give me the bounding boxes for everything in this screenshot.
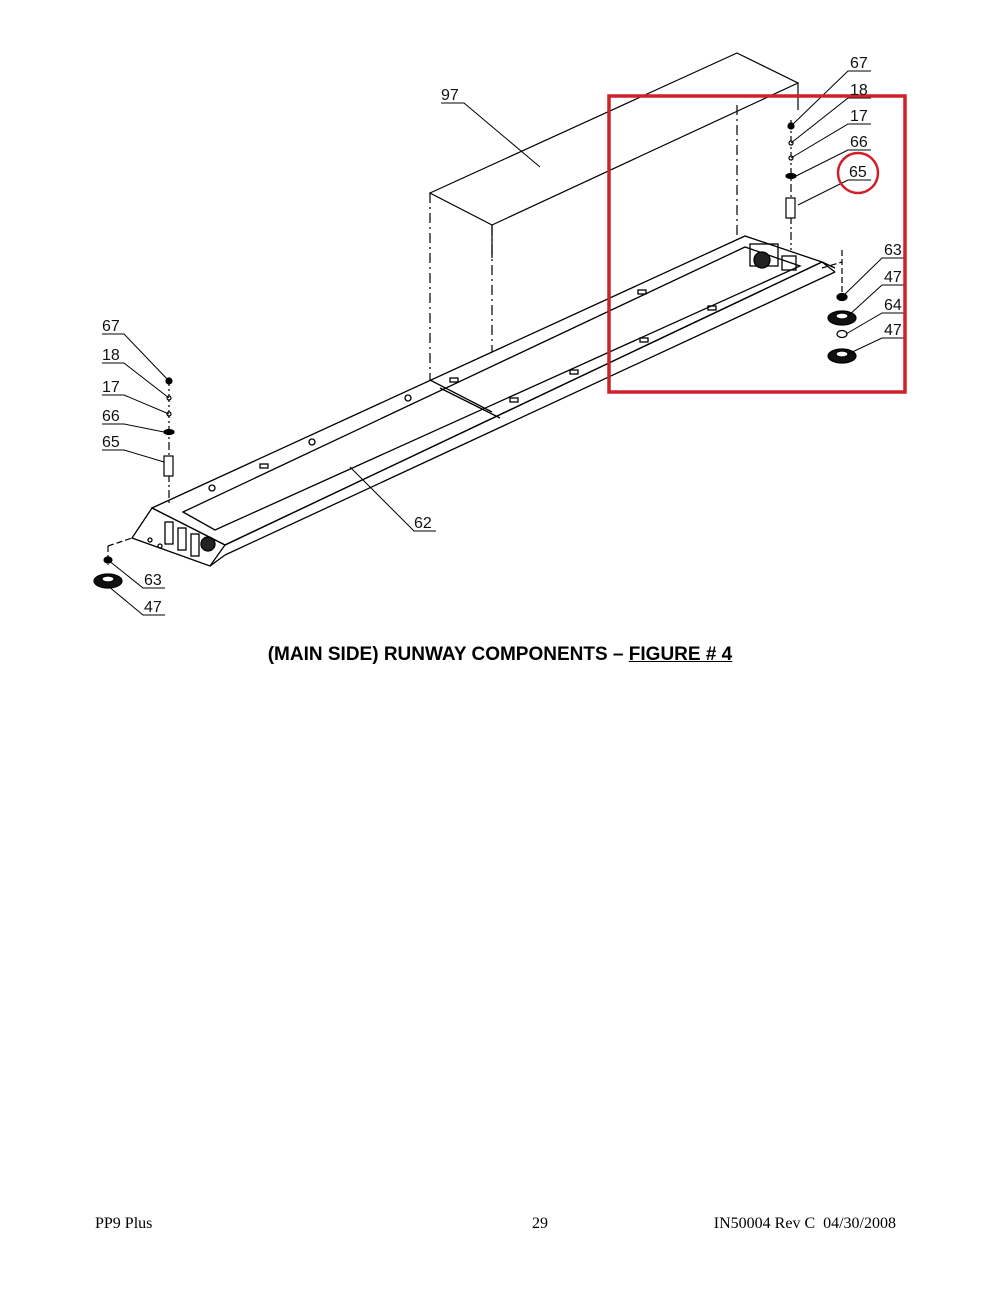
caption-title: (MAIN SIDE) RUNWAY COMPONENTS – (267, 644, 629, 665)
callout-left-66: 66 (102, 408, 120, 425)
callout-left-65: 65 (102, 434, 120, 451)
callout-right-18: 18 (850, 82, 868, 99)
callout-right-67: 67 (850, 55, 868, 72)
highlight-circle (836, 151, 880, 195)
component-62-runway (130, 235, 836, 567)
callout-right-66: 66 (850, 134, 868, 151)
callout-97: 97 (441, 87, 459, 104)
callout-left-67: 67 (102, 318, 120, 335)
callout-right-47a: 47 (884, 269, 902, 286)
leader-lines (102, 70, 905, 616)
callout-right-64: 64 (884, 297, 902, 314)
callout-left-18: 18 (102, 347, 120, 364)
highlight-rectangle (607, 94, 907, 394)
callout-62: 62 (414, 515, 432, 532)
footer-doc-revision: IN50004 Rev C 04/30/2008 (713, 1215, 896, 1232)
callout-right-47b: 47 (884, 322, 902, 339)
callout-right-65: 65 (849, 164, 867, 181)
callout-left-47: 47 (144, 599, 162, 616)
right-hardware-stack (785, 120, 857, 364)
callout-right-63: 63 (884, 242, 902, 259)
footer-product: PP9 Plus (95, 1215, 153, 1232)
callout-left-63: 63 (144, 572, 162, 589)
footer-page-number: 29 (532, 1215, 548, 1232)
callout-left-17: 17 (102, 379, 120, 396)
figure-caption: (MAIN SIDE) RUNWAY COMPONENTS – FIGURE #… (0, 644, 1000, 666)
caption-figure-number: FIGURE # 4 (628, 644, 733, 665)
callout-right-17: 17 (850, 108, 868, 125)
